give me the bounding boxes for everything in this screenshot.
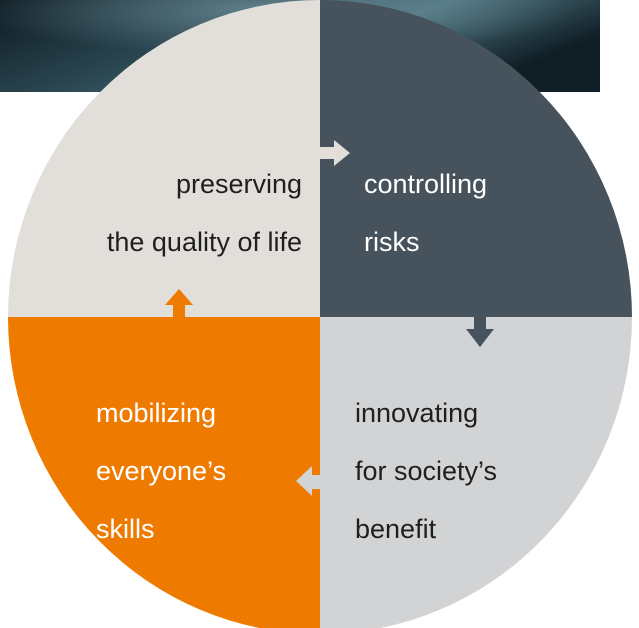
label-line: risks: [364, 227, 420, 257]
segment-top-right: [320, 0, 632, 317]
segment-bottom-left: [8, 317, 320, 628]
arrow-up-icon: [165, 289, 193, 317]
label-line: for society’s: [355, 456, 498, 486]
segment-bottom-right: [320, 317, 632, 628]
label-line: preserving: [175, 169, 302, 199]
arrow-right-icon: [320, 140, 350, 166]
label-line: innovating: [355, 398, 479, 428]
label-line: mobilizing: [96, 398, 217, 428]
label-innovating-for-society: innovating for society’s benefit: [355, 370, 497, 573]
label-mobilizing-skills: mobilizing everyone’s skills: [96, 370, 226, 573]
label-line: everyone’s: [96, 456, 227, 486]
arrow-down-icon: [466, 317, 494, 347]
segment-top-left: [8, 0, 320, 317]
label-line: skills: [96, 514, 155, 544]
label-preserving-quality-of-life: preserving the quality of life: [107, 141, 302, 286]
label-line: the quality of life: [106, 227, 302, 257]
label-controlling-risks: controlling risks: [364, 141, 487, 286]
label-line: controlling: [364, 169, 488, 199]
arrow-left-icon: [296, 466, 320, 496]
label-line: benefit: [355, 514, 437, 544]
